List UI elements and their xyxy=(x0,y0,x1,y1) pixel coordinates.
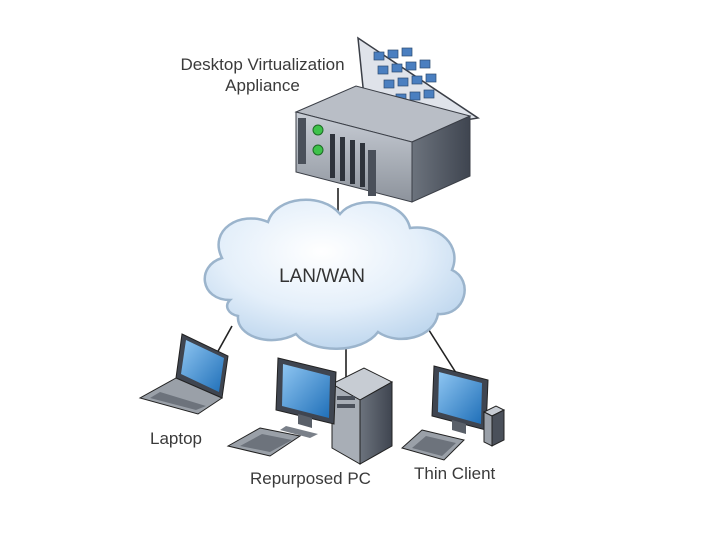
status-led-icon xyxy=(312,124,324,136)
thin-client-label: Thin Client xyxy=(414,464,496,483)
appliance-label-line2: Appliance xyxy=(225,76,300,95)
laptop-label: Laptop xyxy=(150,429,202,448)
status-led-icon xyxy=(312,144,324,156)
appliance-label-line1: Desktop Virtualization xyxy=(180,55,345,74)
cloud-icon xyxy=(203,198,466,350)
repurposed-pc-label: Repurposed PC xyxy=(250,469,371,488)
server-appliance-icon xyxy=(294,36,481,203)
laptop-icon xyxy=(138,333,229,415)
desktop-pc-icon xyxy=(226,357,394,465)
appliance-label: Desktop Virtualization Appliance xyxy=(155,54,370,96)
thin-client-icon xyxy=(400,365,506,461)
network-label: LAN/WAN xyxy=(279,266,365,287)
